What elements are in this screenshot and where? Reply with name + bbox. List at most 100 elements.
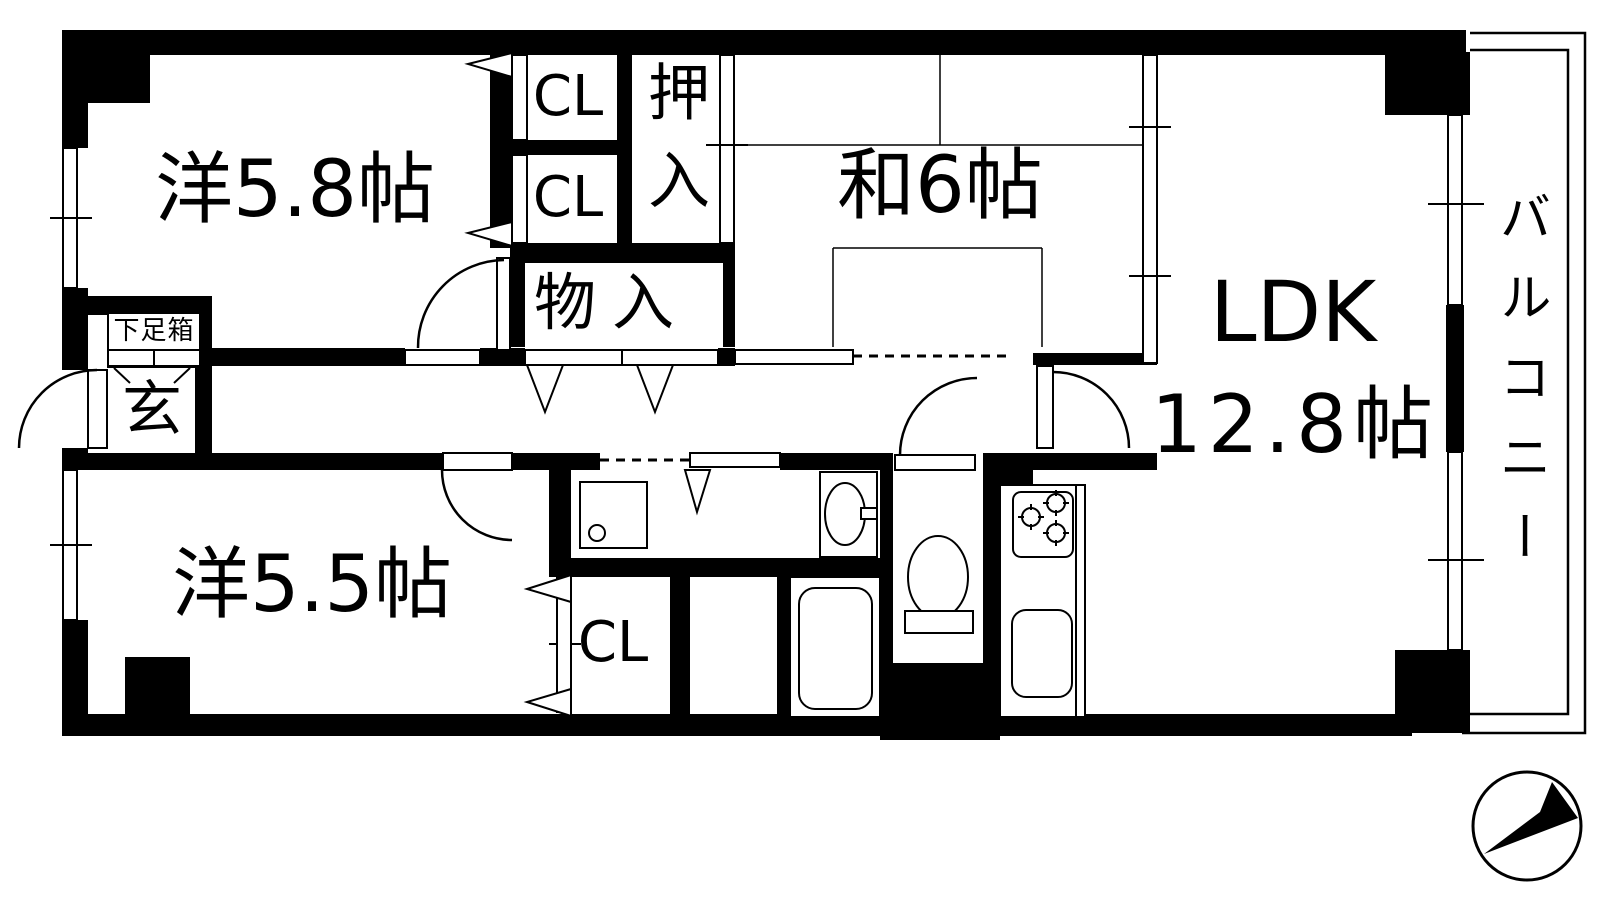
pillar-northwest xyxy=(88,55,150,103)
fusuma-oshiire xyxy=(719,54,735,244)
window-balcony-lower xyxy=(1447,451,1463,651)
window-ticks xyxy=(50,126,1484,645)
label-closet-south: CL xyxy=(577,610,649,675)
wall-left-b xyxy=(62,288,88,370)
window-balcony-upper xyxy=(1447,114,1463,306)
entrance-step xyxy=(107,366,196,384)
wall-closet-bottom xyxy=(510,243,735,263)
label-closet-upper: CL xyxy=(532,64,604,129)
label-shoe-box: 下足箱 xyxy=(113,316,195,346)
label-closet-lower: CL xyxy=(532,165,604,230)
wall-washroom-left xyxy=(549,470,571,575)
sliding-tracks xyxy=(600,354,1013,462)
flag-closet-lower xyxy=(464,220,513,248)
compass-north-arrow-icon xyxy=(1471,770,1583,882)
washbasin-tap xyxy=(860,507,878,520)
flag-closet-upper xyxy=(464,51,513,79)
west58-door-leaf xyxy=(496,257,511,351)
arc-west58-door xyxy=(416,258,505,349)
room-label-ldk: LDK xyxy=(1209,263,1377,361)
toilet-bowl xyxy=(907,535,969,619)
door-arcs xyxy=(17,258,1131,542)
shoe-box-label-box xyxy=(107,312,201,351)
wedge-storage-door-2 xyxy=(635,364,675,415)
stove-burner-2 xyxy=(1043,490,1069,516)
fixtures xyxy=(579,471,1086,718)
pillar-southwest xyxy=(125,657,190,714)
balcony-rail-outer xyxy=(1462,31,1587,735)
label-storage: 物入 xyxy=(533,266,691,339)
windows xyxy=(62,54,1463,651)
wedge-washroom-door xyxy=(683,469,712,516)
room-label-balcony: バルコニー xyxy=(1490,190,1550,590)
wall-toilet-bottom xyxy=(880,663,983,740)
flag-closet-south-top xyxy=(523,573,572,604)
wall-hall-south-b xyxy=(512,453,600,470)
stove-burner-1 xyxy=(1018,504,1044,530)
wedge-storage-door-1 xyxy=(525,364,565,415)
wall-hall-north-a xyxy=(197,348,405,366)
room-label-ldk-size: 12.8帖 xyxy=(1150,378,1440,471)
wall-hall-north-d xyxy=(1033,353,1157,365)
bathtub xyxy=(798,587,873,710)
label-oshiire: 押入 xyxy=(637,60,710,236)
arc-toilet-door xyxy=(898,376,978,456)
doors xyxy=(87,54,1054,713)
room-label-japanese-6: 和6帖 xyxy=(837,141,1043,231)
wall-hall-north-c xyxy=(718,348,735,366)
wall-hall-north-b xyxy=(480,348,525,366)
balcony-rail-inner xyxy=(1462,48,1570,716)
tatami-lines xyxy=(734,52,1143,347)
wall-left-c xyxy=(62,448,88,470)
door-wedges xyxy=(464,51,712,718)
wall-top xyxy=(88,30,1466,55)
entrance-door-leaf xyxy=(87,369,108,449)
washbasin-bowl xyxy=(824,482,866,546)
toilet-door-leaf xyxy=(894,454,976,471)
wall-hall-south-d xyxy=(1000,453,1157,470)
walls xyxy=(62,30,1470,740)
wall-toilet-right xyxy=(983,453,1000,740)
room-label-western-5-8: 洋5.8帖 xyxy=(154,145,436,235)
wall-hall-south-c xyxy=(780,453,880,470)
arc-entrance-door xyxy=(17,368,98,449)
wall-hall-south-a xyxy=(88,453,443,470)
pillar-northeast xyxy=(1385,52,1470,115)
kitchen-sink xyxy=(1011,609,1073,698)
compass-needle xyxy=(1484,782,1578,854)
wall-washroom-bottom xyxy=(549,558,880,577)
west58-door-opening xyxy=(404,349,481,366)
wall-closet-south-right xyxy=(670,577,690,714)
wall-bath-left xyxy=(777,577,790,717)
toilet-tank xyxy=(904,610,974,634)
arc-west55-door xyxy=(440,469,513,542)
wall-closet-right xyxy=(617,55,632,248)
partition-washitsu-ldk xyxy=(1142,54,1158,364)
wall-kitchen-pillar xyxy=(1000,470,1033,485)
label-entrance: 玄 xyxy=(122,375,182,445)
washroom-sliding-panel xyxy=(689,452,781,468)
flag-closet-south-bottom xyxy=(523,687,572,718)
washer-drain xyxy=(588,524,606,542)
stove-burner-3 xyxy=(1043,520,1069,546)
washitsu-sliding-panel xyxy=(734,349,854,365)
entrance-step-mark-right xyxy=(173,367,191,384)
ldk-door-leaf xyxy=(1036,365,1054,449)
entrance-step-mark-left xyxy=(113,367,131,384)
pillar-southeast xyxy=(1395,650,1470,733)
wall-storage-left xyxy=(510,263,525,347)
west55-door-leaf xyxy=(442,452,513,471)
wall-east-mid xyxy=(1446,305,1464,452)
closet-upper-door xyxy=(511,54,528,141)
storage-door-leaf-1 xyxy=(524,349,623,366)
wall-shoebox-top xyxy=(88,296,212,315)
wall-left-a xyxy=(62,30,88,148)
closet-lower-door xyxy=(511,154,528,244)
balcony-outline xyxy=(1462,31,1587,735)
arc-ldk-door xyxy=(1052,370,1131,449)
wall-west58-right xyxy=(490,55,512,248)
wall-storage-right xyxy=(723,263,735,347)
room-label-western-5-5: 洋5.5帖 xyxy=(171,540,453,630)
